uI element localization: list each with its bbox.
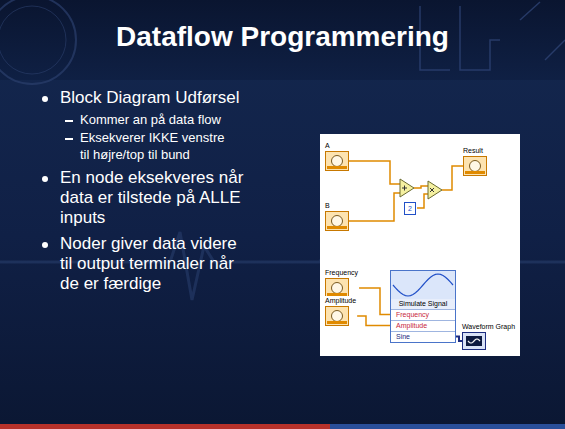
- express-vi-input: Amplitude: [391, 320, 455, 331]
- multiply-primitive: [428, 181, 442, 199]
- numeric-terminal: B: [325, 201, 349, 231]
- terminal-label: Waveform Graph: [462, 322, 516, 331]
- express-vi-symbol: [391, 271, 455, 299]
- bullet-dot: [42, 96, 48, 102]
- sub-bullet-text: Kommer an på data flow: [80, 111, 260, 128]
- bottom-bar: [330, 424, 565, 429]
- graph-terminal: Waveform Graph: [462, 322, 516, 350]
- terminal-icon: [325, 211, 349, 231]
- terminal-label: A: [325, 141, 349, 150]
- constant-value: 2: [408, 205, 412, 212]
- add-symbol: [402, 186, 407, 191]
- sub-bullet-text: Eksekverer IKKE venstre til højre/top ti…: [80, 129, 232, 163]
- title-band: [0, 0, 565, 80]
- terminal-strip: [327, 321, 347, 324]
- express-vi-icon: [391, 271, 455, 299]
- numeric-constant: 2: [404, 202, 416, 215]
- input-name: Frequency: [396, 311, 429, 318]
- input-name: Sine: [396, 333, 410, 340]
- multiply-symbol: [430, 188, 434, 192]
- terminal-icon: [325, 151, 349, 171]
- numeric-terminal: Frequency: [325, 268, 359, 298]
- bullet-dash: [65, 120, 73, 122]
- graph-trace: [466, 336, 482, 346]
- add-primitive: [400, 179, 414, 197]
- terminal-icon: [325, 278, 349, 298]
- numeric-terminal: A: [325, 141, 349, 171]
- bullet-text: En node eksekveres når data er tilstede …: [60, 168, 252, 228]
- sine-wave: [393, 274, 453, 296]
- sine-wave: [468, 339, 480, 343]
- terminal-icon: [325, 306, 349, 326]
- terminal-strip: [465, 171, 485, 174]
- bullet-dot: [42, 176, 48, 182]
- bottom-bar: [0, 424, 330, 429]
- terminal-label: Amplitude: [325, 296, 357, 305]
- numeric-wire: [349, 161, 463, 221]
- data-wire: [357, 316, 390, 326]
- express-vi-title: Simulate Signal: [391, 299, 455, 309]
- bullet-text: Block Diagram Udførsel: [60, 88, 260, 108]
- bullet-dash: [65, 138, 73, 140]
- terminal-label: B: [325, 201, 349, 210]
- graph-screen: [466, 336, 482, 346]
- graph-icon: [462, 332, 486, 350]
- bullet-text: Noder giver data videre til output termi…: [60, 234, 252, 294]
- numeric-terminal: Result: [463, 146, 487, 176]
- input-name: Amplitude: [396, 322, 427, 329]
- bullet-dot: [42, 242, 48, 248]
- terminal-icon: [463, 156, 487, 176]
- data-wire: [359, 288, 390, 315]
- seal-watermark: [0, 6, 66, 74]
- terminal-strip: [327, 226, 347, 229]
- express-vi-input: Sine: [391, 331, 455, 342]
- terminal-label: Result: [463, 146, 487, 155]
- slide-title: Dataflow Programmering: [0, 20, 565, 54]
- express-vi: Simulate SignalFrequencyAmplitudeSine: [390, 270, 456, 343]
- terminal-strip: [327, 166, 347, 169]
- terminal-label: Frequency: [325, 268, 359, 277]
- seal-watermark: [0, 0, 76, 84]
- express-vi-input: Frequency: [391, 309, 455, 320]
- numeric-terminal: Amplitude: [325, 296, 357, 326]
